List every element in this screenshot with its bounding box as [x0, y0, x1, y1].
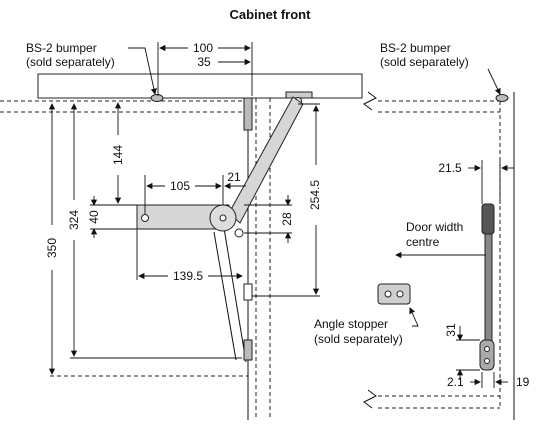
dim-19: 19 — [516, 375, 530, 389]
dim-254-5: 254.5 — [308, 180, 322, 210]
stay-link — [213, 231, 237, 361]
dim-21: 21 — [227, 170, 241, 184]
dim-35: 35 — [197, 55, 211, 69]
stay-bottom-screw — [484, 358, 490, 364]
right-front-view: BS-2 bumper (sold separately) 21.5 Door … — [314, 41, 530, 420]
angle-stopper-part — [377, 283, 411, 305]
left-bumper-leader — [128, 47, 157, 95]
dim-350: 350 — [45, 238, 59, 258]
stay-bar-head — [481, 203, 495, 235]
break-line — [363, 91, 377, 111]
door-width-label-line2: centre — [406, 235, 440, 249]
dim-31: 31 — [444, 323, 458, 337]
door-width-label-line1: Door width — [406, 220, 463, 234]
stay-bar — [484, 233, 493, 345]
dim-2-1: 2.1 — [447, 375, 464, 389]
right-bumper-label-line2: (sold separately) — [380, 55, 469, 69]
door-clip — [243, 283, 253, 301]
stay-bottom-screw — [484, 346, 490, 352]
cabinet-top-panel — [37, 73, 363, 99]
dim-105: 105 — [170, 179, 190, 193]
dim-139-5: 139.5 — [173, 269, 203, 283]
dim-100: 100 — [193, 41, 213, 55]
angle-stopper-leader — [409, 307, 419, 327]
dim-40: 40 — [87, 210, 101, 224]
stay-hinge-pin — [219, 214, 227, 222]
lower-door-bracket — [243, 339, 253, 361]
diagram-title: Cabinet front — [230, 7, 312, 22]
angle-stopper-label-line2: (sold separately) — [314, 332, 403, 346]
bs2-bumper-right — [495, 94, 509, 102]
dim-21-5: 21.5 — [438, 161, 462, 175]
stay-top-mount — [285, 91, 313, 99]
dim-144: 144 — [111, 145, 125, 165]
left-bumper-label-line1: BS-2 bumper — [26, 41, 97, 55]
break-line — [363, 389, 377, 409]
angle-stopper-hole — [384, 290, 392, 298]
angle-stopper-label-line1: Angle stopper — [314, 317, 388, 331]
stay-bottom-bracket — [479, 339, 495, 371]
stay-arm — [228, 96, 304, 224]
stay-roller — [234, 228, 244, 238]
right-bumper-label-line1: BS-2 bumper — [380, 41, 451, 55]
right-bumper-leader — [487, 68, 501, 95]
bs2-bumper-left — [150, 94, 164, 102]
left-bumper-label-line2: (sold separately) — [26, 55, 115, 69]
left-side-view: 100 35 BS-2 bumper (sold separately) 144… — [0, 41, 363, 420]
stay-link — [223, 227, 247, 363]
angle-stopper-hole — [396, 290, 404, 298]
dim-28: 28 — [280, 212, 294, 226]
stay-screw-hole — [141, 214, 149, 222]
upper-door-bracket — [243, 97, 253, 131]
dim-324: 324 — [67, 210, 81, 230]
